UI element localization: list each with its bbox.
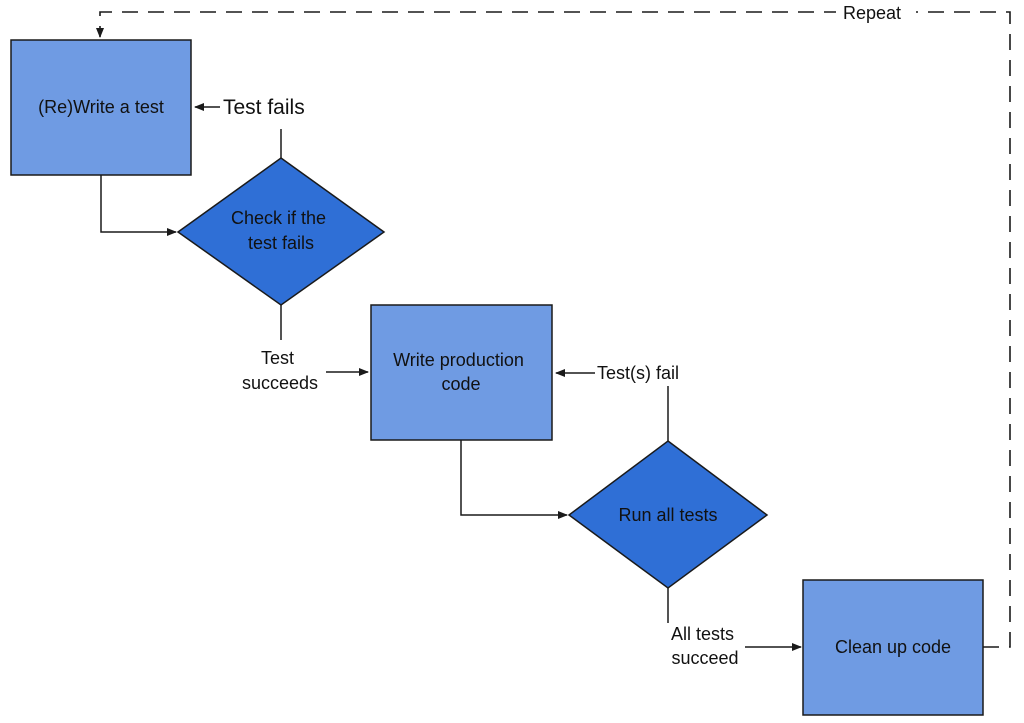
repeat-label-bg <box>836 1 916 23</box>
check-fails-diamond <box>176 157 386 306</box>
run-tests-label: Run all tests <box>618 505 717 525</box>
clean-up-label: Clean up code <box>835 637 951 657</box>
check-fails-line-1: Check if the <box>231 208 326 228</box>
all-succeed-line-2: succeed <box>671 648 738 668</box>
write-code-line-1: Write production <box>393 350 524 370</box>
tests-fail-label: Test(s) fail <box>597 363 679 383</box>
test-fails-label: Test fails <box>223 96 305 119</box>
repeat-label: Repeat <box>843 3 901 23</box>
test-succeeds-label: Test succeeds <box>242 348 318 393</box>
test-succeeds-line-1: Test <box>261 348 294 368</box>
check-fails-line-2: test fails <box>248 233 314 253</box>
repeat-loop-line <box>96 11 1011 648</box>
connector-code-to-run <box>460 440 568 519</box>
write-test-box <box>10 39 192 176</box>
write-code-label: Write production code <box>393 350 529 394</box>
write-test-label: (Re)Write a test <box>38 97 164 117</box>
test-succeeds-line-2: succeeds <box>242 373 318 393</box>
write-code-box <box>370 304 553 441</box>
all-succeed-label: All tests succeed <box>671 624 739 668</box>
connector-write-to-check <box>100 175 177 236</box>
check-fails-label: Check if the test fails <box>231 208 331 253</box>
write-code-line-2: code <box>441 374 480 394</box>
clean-up-box <box>802 579 984 716</box>
all-succeed-line-1: All tests <box>671 624 734 644</box>
